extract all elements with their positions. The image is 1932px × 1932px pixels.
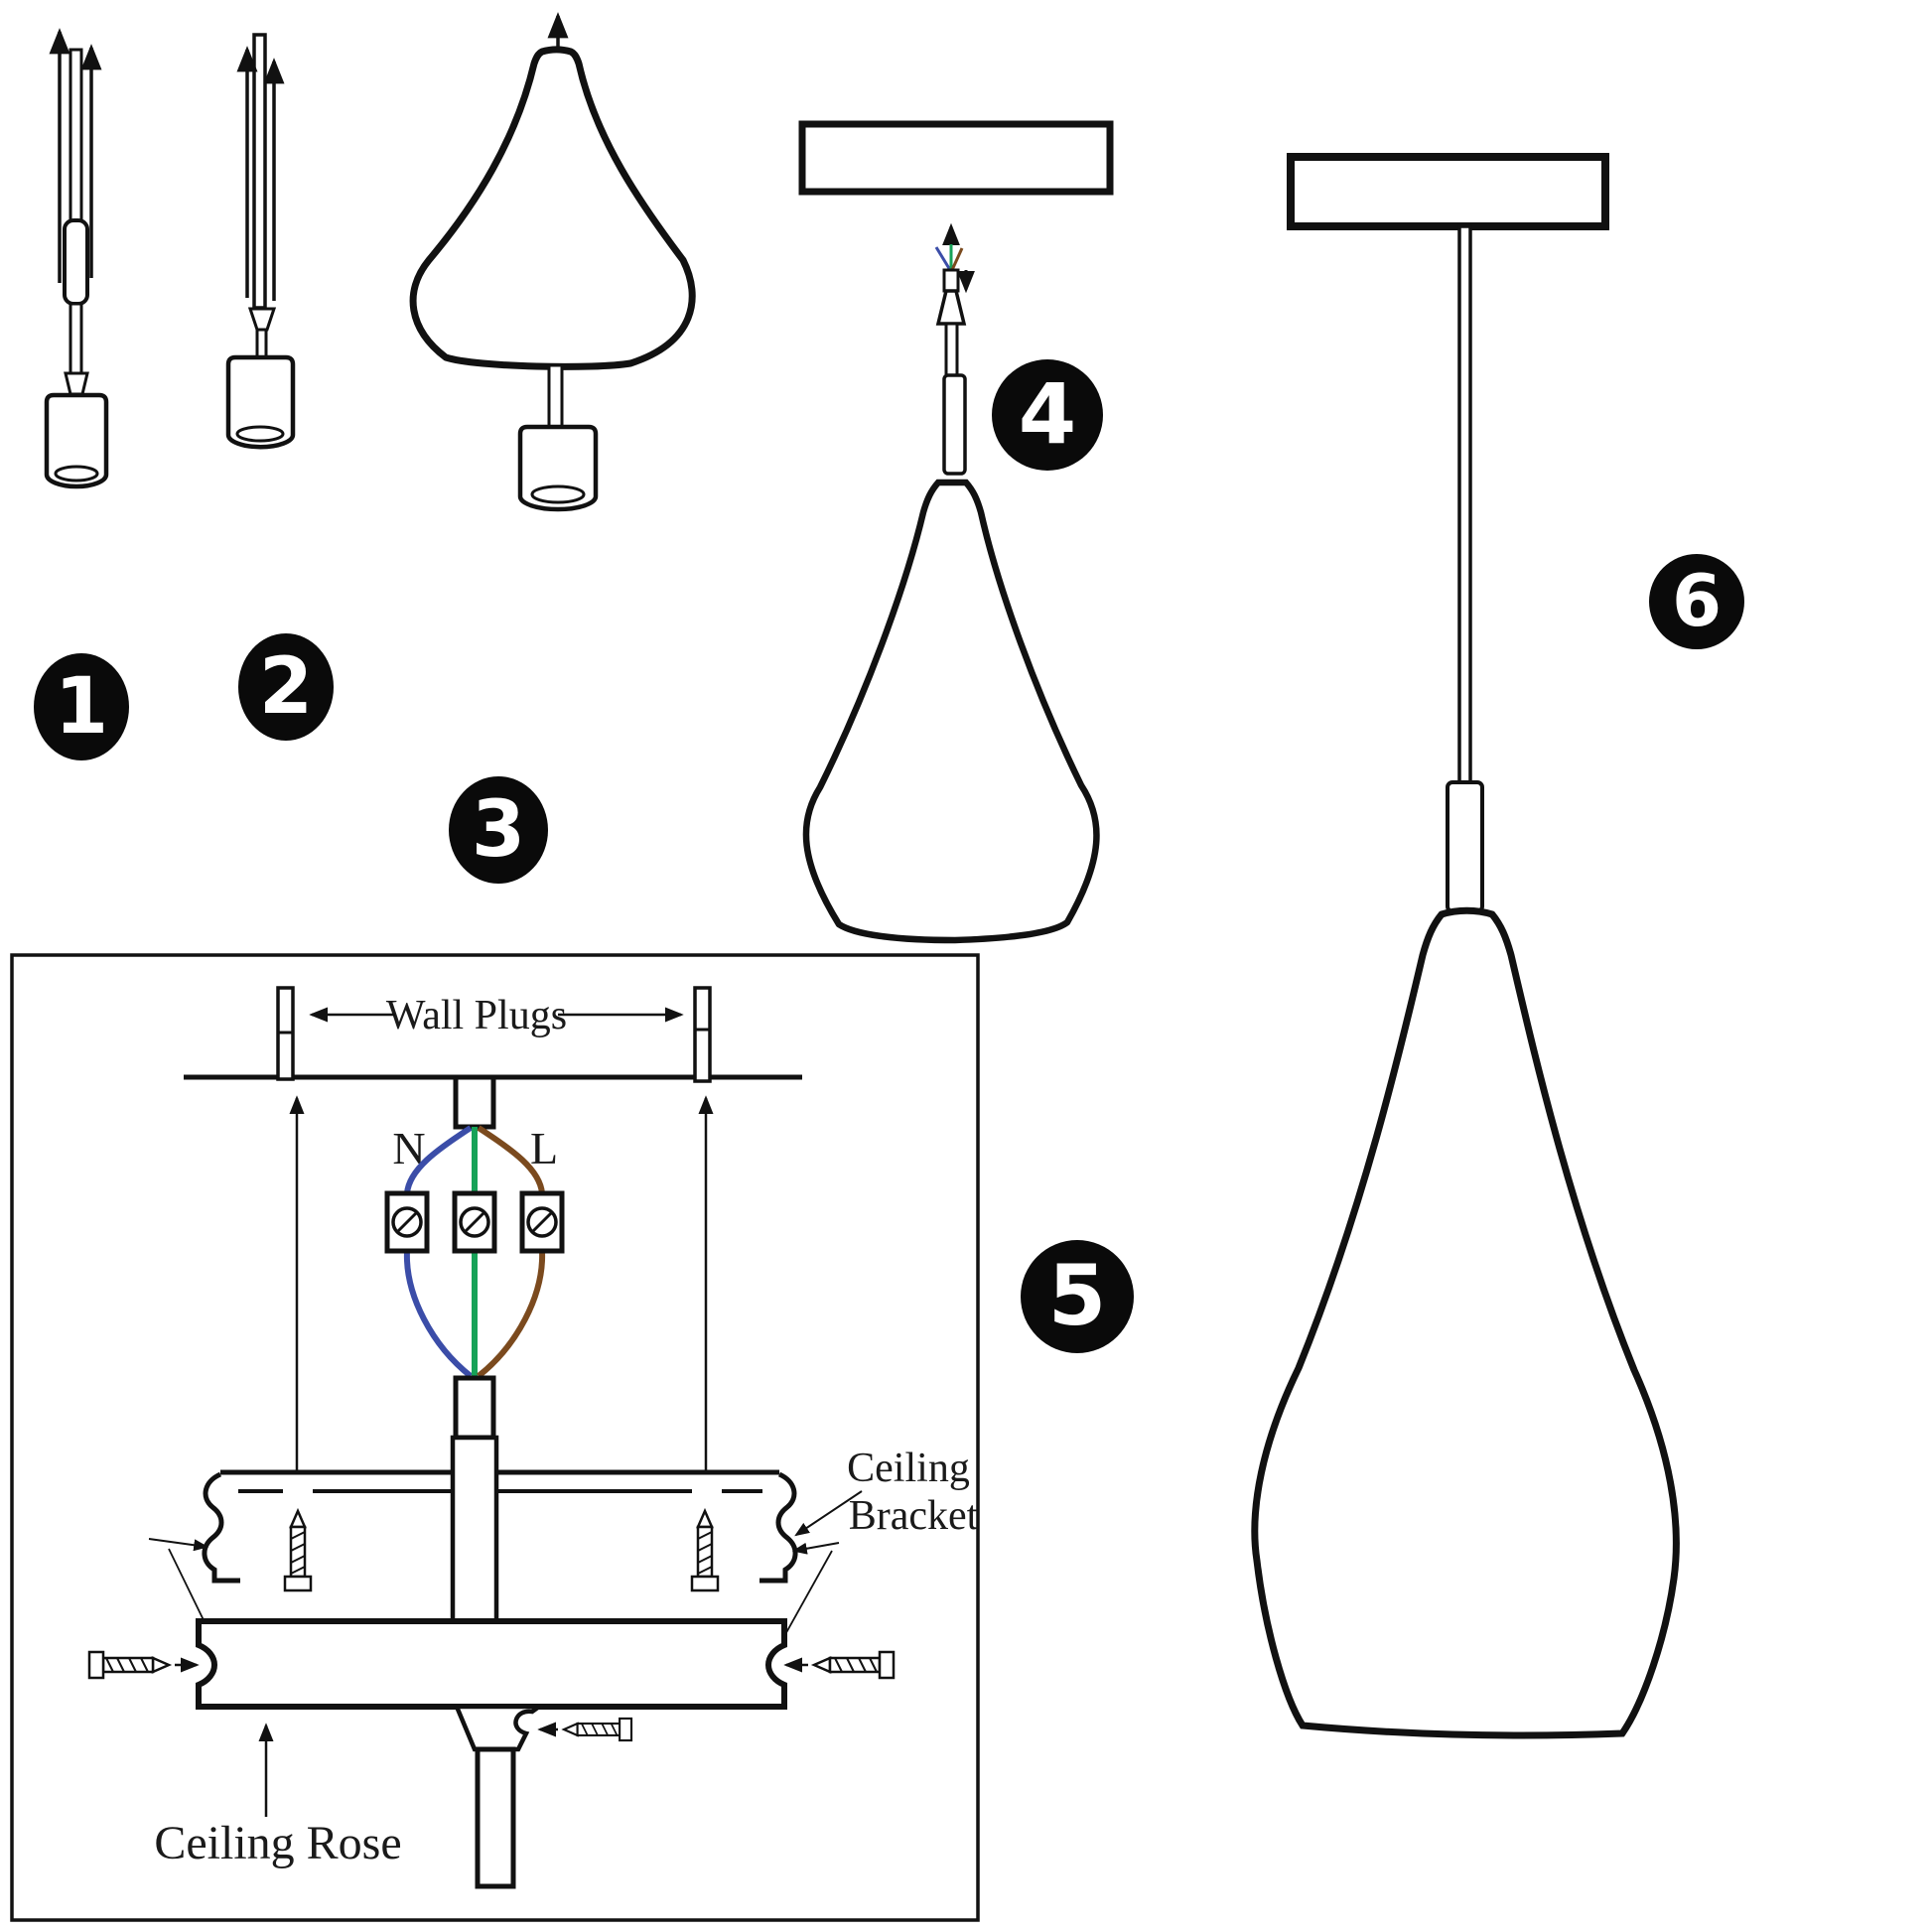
cord bbox=[69, 302, 83, 375]
step-badge-5: 5 bbox=[1021, 1240, 1134, 1353]
live-wire-strand bbox=[950, 247, 964, 271]
ferrule bbox=[247, 307, 277, 332]
step-badge-3: 3 bbox=[449, 776, 548, 884]
live-label: L bbox=[530, 1123, 558, 1173]
cord-sleeve bbox=[63, 218, 89, 306]
step-badge-1: 1 bbox=[34, 653, 129, 760]
neutral-wire-strand bbox=[934, 246, 952, 271]
bracket-hook-right-arrow bbox=[791, 1542, 840, 1555]
lamp-holder bbox=[44, 392, 109, 489]
socket-tube bbox=[942, 373, 967, 476]
bracket-hook-left-arrow bbox=[148, 1538, 209, 1552]
ceiling-plate bbox=[798, 120, 1114, 196]
wall-plugs-label: Wall Plugs bbox=[386, 993, 567, 1038]
bracket-hook-left bbox=[202, 1471, 240, 1584]
cord bbox=[252, 33, 267, 310]
lamp-holder-rim bbox=[235, 425, 285, 443]
socket-tube bbox=[1446, 780, 1484, 913]
pendant-cable-entry bbox=[453, 1375, 496, 1441]
center-tube bbox=[450, 1435, 499, 1625]
threaded-rod bbox=[547, 363, 564, 429]
teardrop-shade bbox=[802, 479, 1100, 944]
cord bbox=[255, 328, 268, 359]
lamp-holder-rim bbox=[530, 484, 586, 504]
ceiling-rose-plate bbox=[196, 1618, 787, 1710]
ceiling-bracket-label-line2: Bracket bbox=[849, 1493, 979, 1539]
svg-text:1: 1 bbox=[55, 662, 108, 752]
svg-text:6: 6 bbox=[1672, 559, 1722, 642]
rose-stem bbox=[475, 1746, 516, 1889]
ceiling-plate bbox=[1287, 153, 1609, 230]
suspension-rod bbox=[944, 322, 959, 377]
teardrop-shade bbox=[409, 46, 696, 370]
suspension-rod bbox=[1457, 224, 1472, 784]
step2-cord-and-holder bbox=[225, 33, 296, 450]
wall-plug-right bbox=[693, 986, 712, 1083]
step-badge-4: 4 bbox=[992, 359, 1103, 471]
cord-grip bbox=[942, 268, 960, 293]
terminal-block-live bbox=[519, 1190, 565, 1254]
step6-finished-pendant bbox=[1251, 153, 1680, 1739]
bracket-hook-right bbox=[759, 1471, 798, 1584]
screw-slot-icon bbox=[464, 1211, 485, 1233]
ceiling-bracket-leader-arrow bbox=[794, 1490, 863, 1537]
terminal-block-earth bbox=[452, 1190, 497, 1254]
ceiling-rose-label: Ceiling Rose bbox=[154, 1817, 401, 1869]
step3-shade-assembly bbox=[409, 12, 696, 512]
ferrule bbox=[64, 371, 89, 396]
step-badges: 1 2 3 4 5 6 bbox=[34, 359, 1744, 1353]
screw-slot-icon bbox=[396, 1211, 418, 1233]
rose-hub bbox=[453, 1704, 547, 1752]
step4-pendant-to-plate bbox=[798, 120, 1114, 944]
svg-text:2: 2 bbox=[259, 642, 313, 732]
lamp-holder-rim bbox=[54, 465, 99, 483]
step-badge-2: 2 bbox=[238, 633, 334, 741]
terminal-block-neutral bbox=[384, 1190, 430, 1254]
teardrop-shade bbox=[1251, 906, 1680, 1739]
strain-relief-cone bbox=[935, 289, 967, 326]
lamp-holder bbox=[225, 354, 296, 450]
step-badge-6: 6 bbox=[1649, 554, 1744, 649]
svg-text:5: 5 bbox=[1048, 1247, 1106, 1344]
ceiling-bracket bbox=[202, 1469, 798, 1584]
screw-slot-icon bbox=[531, 1211, 553, 1233]
step1-cord-and-holder bbox=[44, 28, 109, 489]
ceiling-bracket-label-line1: Ceiling bbox=[847, 1446, 970, 1491]
svg-text:3: 3 bbox=[472, 785, 525, 875]
svg-text:4: 4 bbox=[1019, 365, 1076, 463]
cord bbox=[69, 48, 83, 222]
step5-wiring-diagram: Wall Plugs N L bbox=[10, 953, 980, 1922]
mains-cable-entry bbox=[453, 1074, 496, 1130]
